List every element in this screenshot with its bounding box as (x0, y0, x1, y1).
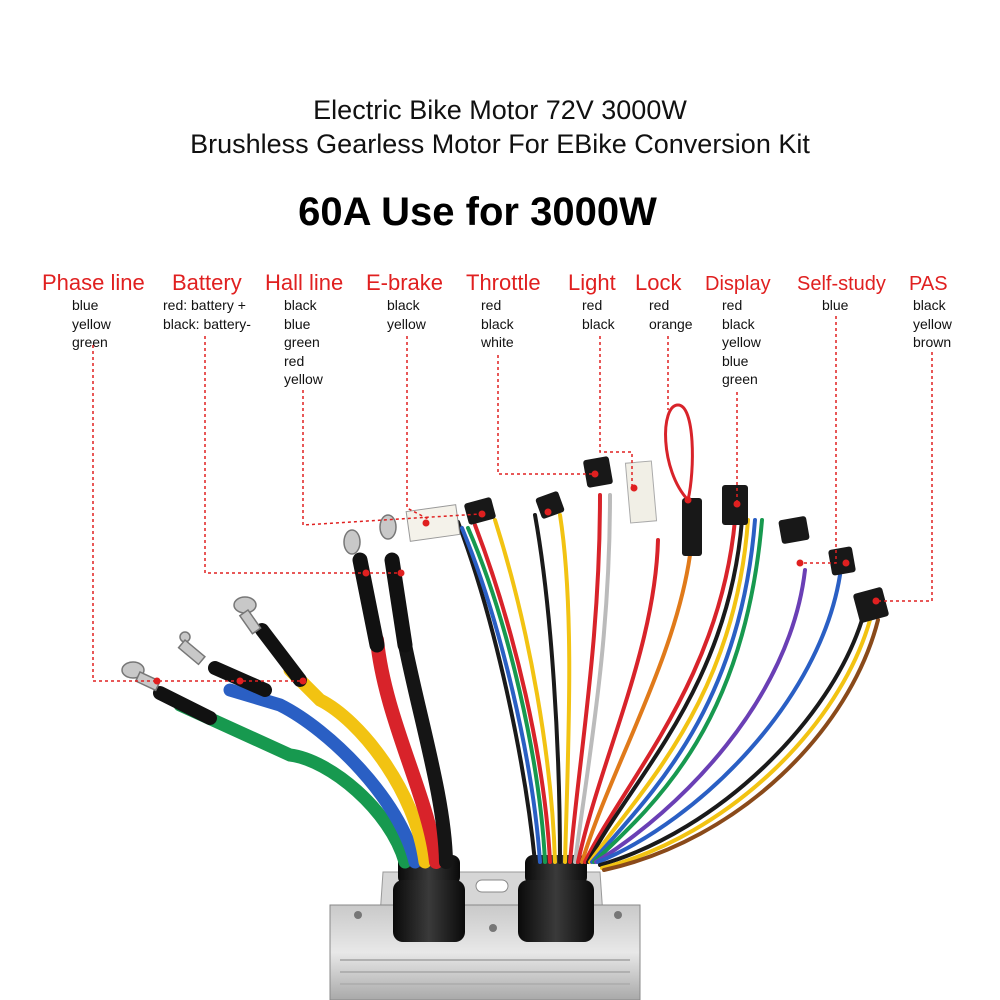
wire-text: brown (913, 334, 952, 350)
label-hall-line: Hall line (265, 270, 344, 295)
wire-text: yellow (72, 315, 111, 332)
wires-e-brake: black yellow (387, 296, 426, 333)
wire-text: blue (72, 297, 99, 313)
wire-text: yellow (722, 334, 761, 350)
headline: 60A Use for 3000W (298, 190, 657, 234)
label-phase-line: Phase line (42, 270, 145, 295)
lock-loop (664, 403, 694, 502)
wire-text: black (913, 297, 946, 313)
wire-text: yellow (913, 315, 952, 332)
wire-text: blue (822, 297, 849, 313)
wire-text: black: battery- (163, 315, 251, 332)
label-throttle: Throttle (466, 270, 541, 295)
label-light: Light (568, 270, 616, 295)
wire-text: black (387, 297, 420, 313)
label-pas: PAS (909, 273, 948, 295)
signal-wires (456, 493, 880, 872)
label-e-brake: E-brake (366, 270, 444, 295)
connector-light-white (624, 460, 658, 524)
wire-text: black (582, 315, 615, 332)
wire-text: red (722, 297, 743, 313)
wire-text: white (481, 334, 514, 350)
wires-hall-line: black blue green red yellow (284, 296, 323, 389)
wire-text: red (284, 352, 305, 369)
wires-self-study: blue (822, 296, 848, 315)
connector-light (583, 456, 613, 488)
wire-text: yellow (387, 315, 426, 332)
cable-gland-right (518, 855, 594, 942)
label-battery: Battery (172, 270, 242, 295)
ring-lugs (121, 514, 397, 692)
wire-text: orange (649, 315, 693, 332)
wire-text: blue (284, 315, 311, 332)
wire-text: black (722, 315, 755, 332)
wires-throttle: red black white (481, 296, 514, 352)
wire-text: green (284, 334, 320, 350)
wire-text: blue (722, 352, 749, 369)
wires-display: red black yellow blue green (722, 296, 761, 389)
wire-text: red (582, 297, 603, 313)
connector-throttle (535, 491, 565, 519)
connector-lock (682, 498, 702, 556)
connector-pas (853, 587, 889, 623)
connector-e-brake (405, 504, 461, 542)
wire-text: green (72, 334, 108, 350)
callout-dots (153, 470, 880, 685)
label-display: Display (705, 273, 771, 295)
wires-phase-line: blue yellow green (72, 296, 111, 352)
wires-pas: black yellow brown (913, 296, 952, 352)
wire-text: red (481, 297, 502, 313)
title-line-1: Electric Bike Motor 72V 3000W (313, 95, 687, 125)
wire-text: red: battery + (163, 297, 246, 313)
callout-lines (92, 316, 933, 682)
wire-text: red (649, 297, 670, 313)
connector-self-study (778, 516, 856, 576)
connector-hall (464, 497, 496, 525)
wire-text: yellow (284, 371, 323, 387)
label-self-study: Self-study (797, 273, 886, 295)
wires-light: red black (582, 296, 615, 333)
wires-battery: red: battery + black: battery- (163, 296, 251, 333)
wire-text: black (481, 315, 514, 332)
title-line-2: Brushless Gearless Motor For EBike Conve… (190, 129, 810, 159)
wire-text: green (722, 371, 758, 387)
label-lock: Lock (635, 270, 682, 295)
wires-lock: red orange (649, 296, 693, 333)
wire-text: black (284, 297, 317, 313)
